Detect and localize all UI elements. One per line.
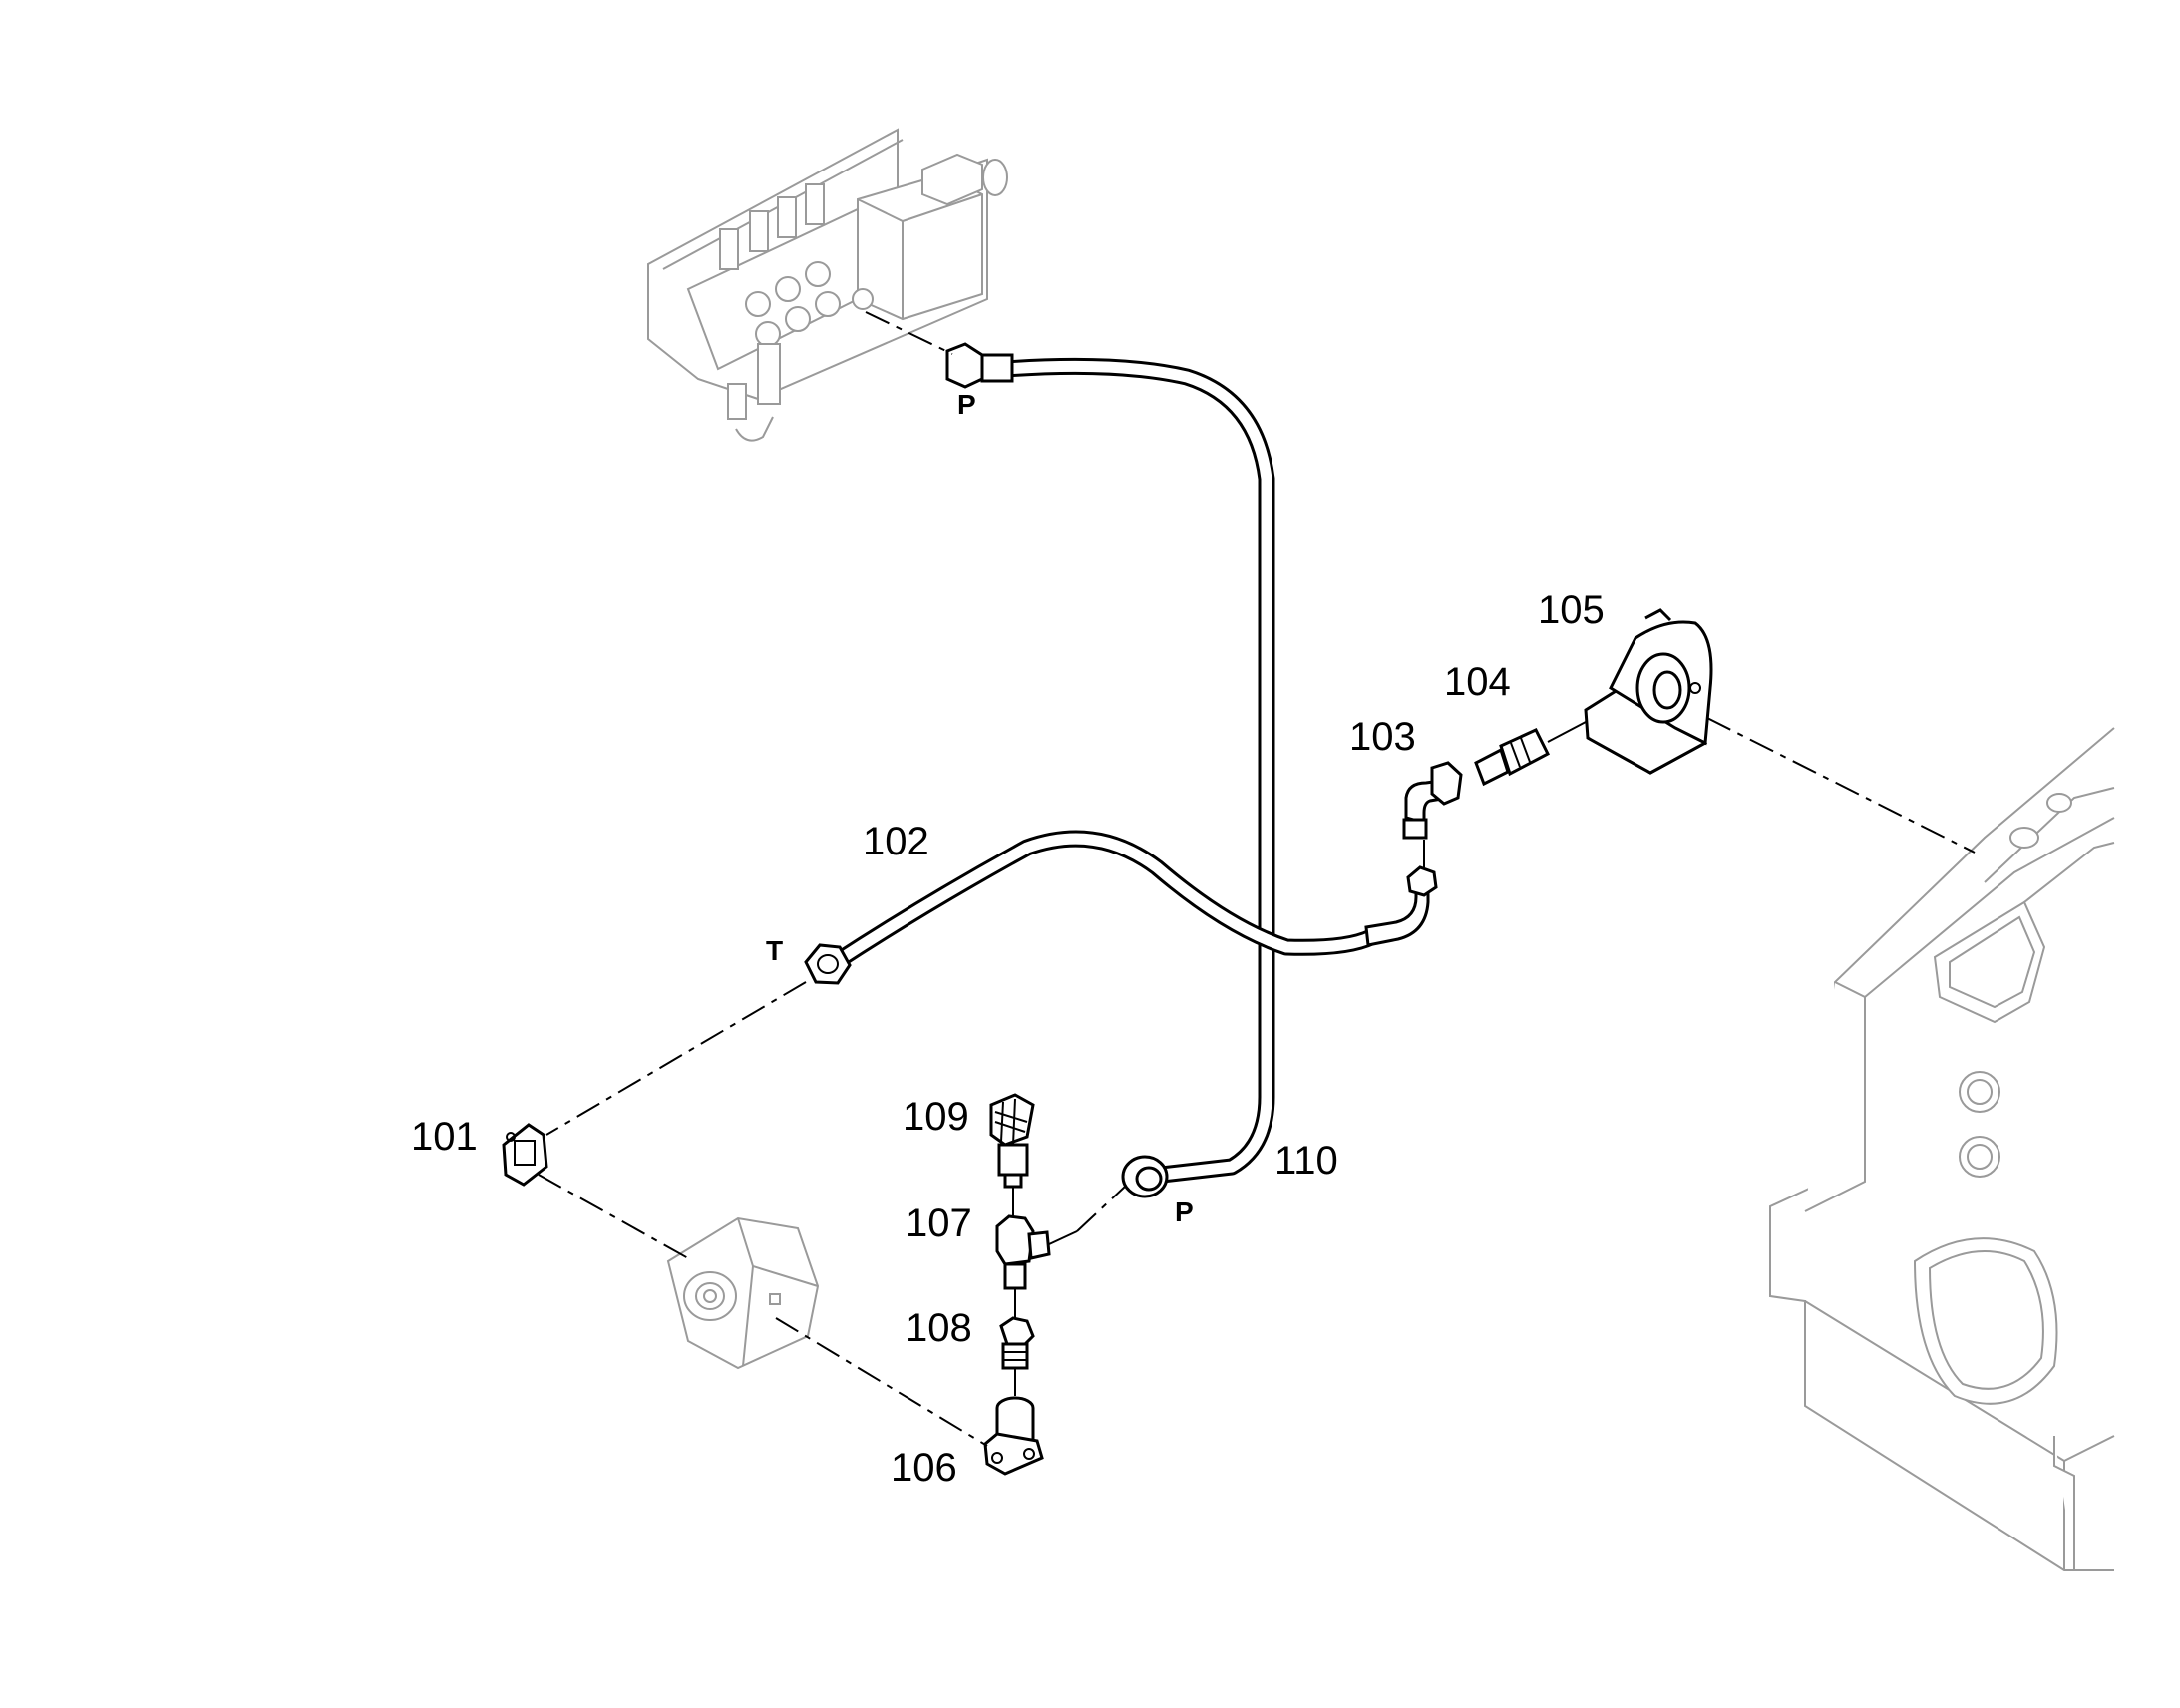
tee-107 — [995, 1214, 1078, 1321]
port-p-bottom: P — [1175, 1196, 1194, 1227]
elbow-103 — [1402, 761, 1463, 840]
hose-110 — [945, 342, 1275, 1198]
filter-106 — [983, 1396, 1044, 1476]
adapter-nut — [1406, 840, 1438, 897]
callout-109: 109 — [903, 1095, 969, 1139]
connector-104 — [1474, 721, 1587, 787]
callout-110: 110 — [1274, 1139, 1338, 1183]
callout-106: 106 — [891, 1446, 957, 1490]
valve-109 — [989, 1093, 1035, 1216]
flange-101 — [502, 1123, 548, 1187]
port-t: T — [766, 935, 783, 966]
callout-104: 104 — [1444, 660, 1511, 704]
adapter-108 — [999, 1316, 1035, 1396]
gear-pump — [666, 1216, 820, 1370]
assembly-leaders — [538, 311, 1976, 1447]
callout-105: 105 — [1538, 588, 1605, 632]
port-labels: P P T — [766, 389, 1194, 1227]
callout-labels: 101 102 103 104 105 106 107 108 109 110 — [411, 588, 1605, 1490]
control-valve-block — [647, 128, 1008, 442]
port-p-top: P — [957, 389, 976, 420]
bracket-105 — [1584, 608, 1713, 775]
transmission-housing — [1769, 727, 2115, 1571]
hose-102 — [804, 830, 1430, 985]
callout-107: 107 — [906, 1201, 972, 1245]
callout-102: 102 — [863, 820, 929, 863]
callout-101: 101 — [411, 1115, 478, 1159]
callout-108: 108 — [906, 1306, 972, 1350]
callout-103: 103 — [1349, 715, 1416, 759]
